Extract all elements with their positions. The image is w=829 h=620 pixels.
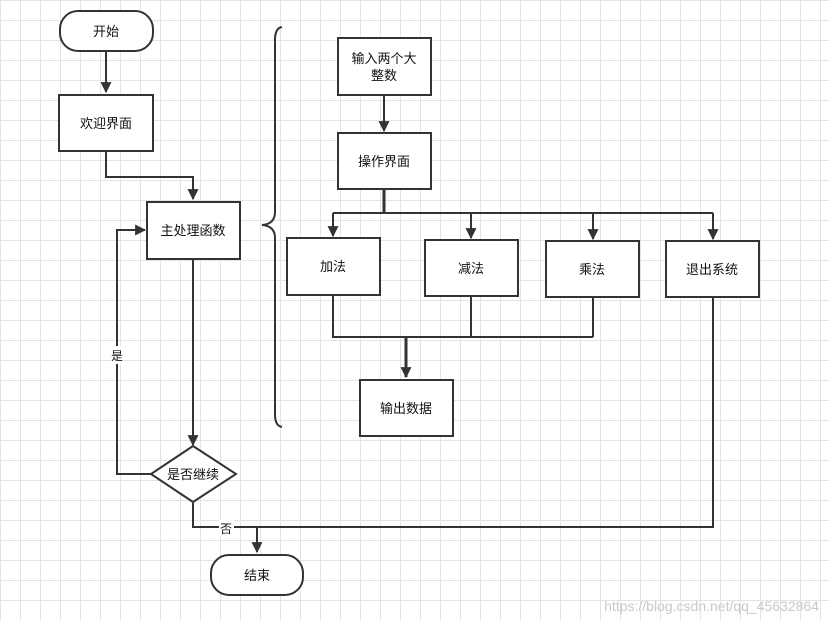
watermark: https://blog.csdn.net/qq_45632864 [604, 598, 819, 614]
start-node[interactable]: 开始 [59, 10, 154, 52]
end-label: 结束 [244, 569, 270, 584]
subtract-label: 减法 [458, 262, 484, 277]
no-label: 否 [220, 522, 232, 536]
output-node[interactable]: 输出数据 [359, 379, 454, 437]
yes-label-group: 是 [110, 346, 124, 364]
subtract-node[interactable]: 减法 [424, 239, 519, 297]
multiply-label: 乘法 [579, 263, 605, 278]
end-node[interactable]: 结束 [210, 554, 304, 596]
exit-node[interactable]: 退出系统 [665, 240, 760, 298]
welcome-label: 欢迎界面 [80, 117, 132, 132]
main-handler-node[interactable]: 主处理函数 [146, 201, 241, 260]
connectors [100, 26, 719, 554]
operation-node[interactable]: 操作界面 [337, 132, 432, 190]
decision-node[interactable]: 是否继续 [149, 444, 238, 504]
add-node[interactable]: 加法 [286, 237, 381, 296]
yes-label: 是 [111, 349, 123, 363]
edge-add-merge [332, 295, 593, 338]
main-handler-label: 主处理函数 [160, 224, 225, 239]
exit-label: 退出系统 [686, 263, 738, 278]
input-label-line2: 整数 [371, 69, 397, 84]
output-label: 输出数据 [380, 401, 432, 417]
edge-welcome-to-main [105, 151, 199, 201]
multiply-node[interactable]: 乘法 [545, 240, 640, 298]
input-node[interactable]: 输入两个大 整数 [337, 37, 432, 96]
decision-label: 是否继续 [167, 468, 219, 483]
edge-exit-to-end [257, 298, 714, 528]
operation-label: 操作界面 [358, 154, 410, 170]
add-label: 加法 [320, 260, 346, 275]
curly-brace [261, 26, 283, 428]
no-label-group: 否 [219, 520, 234, 536]
start-label: 开始 [93, 25, 119, 40]
welcome-node[interactable]: 欢迎界面 [58, 94, 154, 152]
input-label-line1: 输入两个大 [351, 51, 416, 67]
